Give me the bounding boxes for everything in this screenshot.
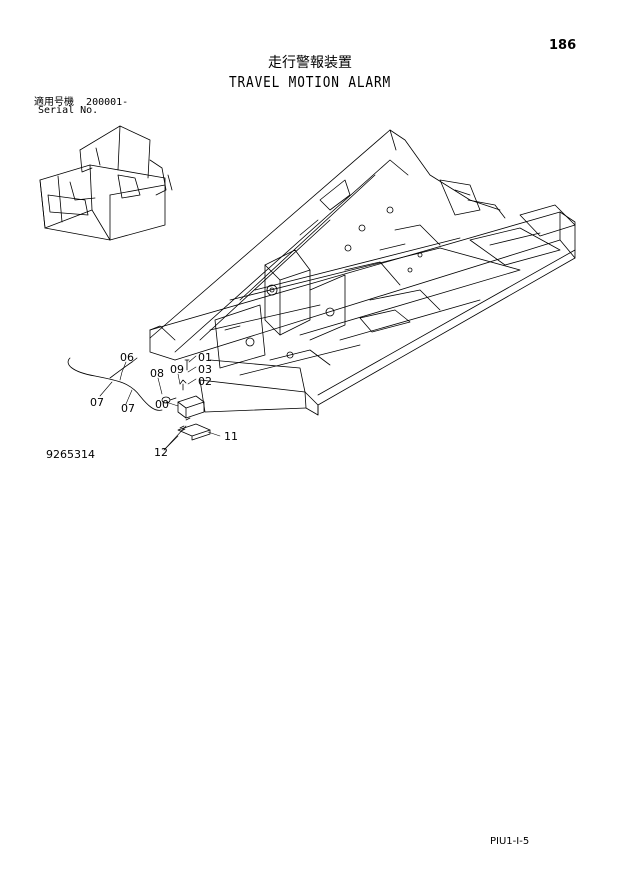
callout-11: 11 [224, 430, 238, 443]
callout-06: 06 [120, 351, 134, 364]
title-japanese: 走行警報装置 [268, 55, 352, 71]
serial-label-jp: 適用号機 200001- [34, 93, 128, 108]
callout-03: 03 [198, 363, 212, 376]
serial-range: 200001- [86, 97, 129, 108]
leader-lines [99, 355, 221, 451]
alarm-parts-drawing [67, 357, 211, 441]
callout-12: 12 [154, 446, 168, 459]
callout-01: 01 [198, 351, 212, 364]
serial-label-en: Serial No. [38, 105, 99, 116]
callout-02: 02 [198, 375, 212, 388]
title-english: TRAVEL MOTION ALARM [228, 73, 392, 91]
callout-00: 00 [155, 398, 169, 411]
callout-07-right: 07 [121, 402, 135, 415]
callout-08: 08 [150, 367, 164, 380]
page-number: 186 [549, 38, 577, 53]
main-frame-drawing [149, 129, 576, 416]
machine-overview-sketch [39, 125, 173, 241]
figure-number: 9265314 [46, 448, 95, 461]
footer-code: PIU1-I-5 [490, 836, 530, 847]
callout-07-left: 07 [90, 396, 104, 409]
serial-label-jp-text: 適用号機 [34, 97, 74, 108]
callout-09: 09 [170, 363, 184, 376]
